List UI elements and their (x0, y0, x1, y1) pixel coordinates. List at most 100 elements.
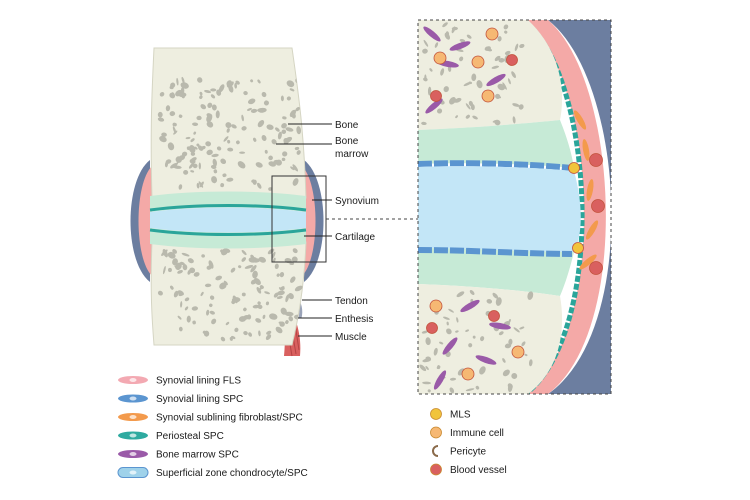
marrow-speck (519, 326, 525, 330)
legend-label: Synovial lining FLS (156, 376, 241, 387)
marrow-speck (230, 267, 236, 273)
marrow-speck (209, 310, 215, 315)
spindle-cell-icon (486, 73, 506, 87)
marrow-speck (486, 298, 493, 304)
marrow-speck (241, 249, 247, 256)
marrow-speck (218, 84, 225, 93)
marrow-speck (209, 303, 213, 308)
marrow-speck (292, 248, 298, 254)
marrow-speck (211, 176, 218, 184)
cell-icon (485, 27, 499, 41)
marrow-speck (442, 22, 448, 28)
marrow-speck (294, 146, 300, 151)
marrow-speck (177, 315, 182, 320)
marrow-speck (425, 337, 431, 346)
joint-overview (130, 47, 418, 357)
marrow-speck (292, 164, 299, 172)
label-enthesis: Enthesis (335, 314, 373, 325)
marrow-speck (211, 318, 217, 325)
marrow-speck (170, 162, 178, 169)
marrow-speck (443, 86, 449, 93)
marrow-speck (226, 128, 230, 133)
marrow-speck (263, 100, 269, 106)
marrow-speck (285, 320, 289, 325)
marrow-speck (275, 326, 283, 334)
legend-swatch-nucleus (129, 415, 137, 419)
marrow-speck (210, 164, 217, 170)
marrow-speck (243, 91, 248, 96)
marrow-speck (298, 79, 302, 84)
marrow-speck (211, 104, 217, 111)
marrow-speck (276, 295, 283, 300)
legend-swatch (432, 445, 439, 457)
legend-label: Superficial zone chondrocyte/SPC (156, 468, 308, 479)
marrow-speck (192, 320, 196, 325)
marrow-speck (472, 115, 478, 120)
marrow-speck (448, 308, 454, 313)
marrow-speck (159, 135, 167, 143)
marrow-speck (234, 327, 239, 333)
marrow-speck (261, 91, 267, 98)
marrow-speck (190, 170, 195, 173)
marrow-speck (220, 249, 224, 254)
marrow-speck (271, 139, 277, 145)
marrow-speck (449, 97, 456, 105)
marrow-speck (215, 110, 220, 119)
marrow-speck (266, 124, 274, 130)
marrow-speck (514, 43, 519, 52)
marrow-speck (291, 256, 298, 263)
marrow-speck (440, 68, 445, 76)
marrow-speck (250, 265, 257, 273)
marrow-speck (178, 293, 184, 297)
marrow-speck (279, 272, 285, 278)
zoom-upper-cartilage (418, 120, 574, 168)
marrow-speck (433, 347, 438, 356)
marrow-speck (281, 157, 286, 162)
marrow-speck (172, 249, 178, 254)
marrow-speck (241, 292, 246, 297)
marrow-speck (284, 311, 294, 317)
marrow-speck (231, 124, 237, 129)
marrow-speck (186, 315, 191, 323)
marrow-speck (172, 122, 177, 127)
marrow-speck (252, 304, 260, 309)
marrow-speck (271, 251, 276, 259)
marrow-speck (164, 161, 169, 168)
marrow-speck (172, 258, 178, 266)
marrow-speck (213, 169, 218, 174)
leader-lines (276, 123, 332, 337)
legend-item: Immune cell (430, 426, 504, 439)
marrow-speck (470, 104, 475, 111)
label-cartilage: Cartilage (335, 232, 375, 243)
marrow-speck (455, 330, 459, 333)
bone-marrow-lower (157, 248, 303, 342)
marrow-speck (190, 151, 196, 156)
marrow-speck (181, 151, 188, 157)
marrow-speck (296, 126, 301, 135)
marrow-speck (198, 181, 204, 188)
marrow-speck (235, 80, 240, 85)
marrow-speck (285, 294, 290, 303)
marrow-speck (479, 366, 486, 375)
marrow-speck (250, 108, 258, 113)
marrow-speck (511, 372, 518, 379)
marrow-speck (504, 50, 511, 56)
legend-label: Pericyte (450, 447, 487, 458)
zoom-periosteum (548, 20, 611, 394)
marrow-speck (206, 149, 213, 156)
marrow-speck (162, 249, 168, 258)
marrow-speck (255, 162, 263, 168)
marrow-speck (222, 173, 227, 178)
marrow-speck (513, 327, 520, 333)
marrow-speck (444, 32, 451, 40)
marrow-speck (257, 301, 261, 305)
marrow-speck (423, 39, 429, 47)
cell-icon (426, 322, 438, 334)
label-bone-marrow-1: Bone (335, 136, 359, 147)
marrow-speck (180, 301, 183, 308)
cell-icon (572, 242, 584, 254)
marrow-speck (442, 316, 450, 320)
marrow-speck (244, 265, 254, 269)
bone-marrow-upper (157, 76, 302, 191)
